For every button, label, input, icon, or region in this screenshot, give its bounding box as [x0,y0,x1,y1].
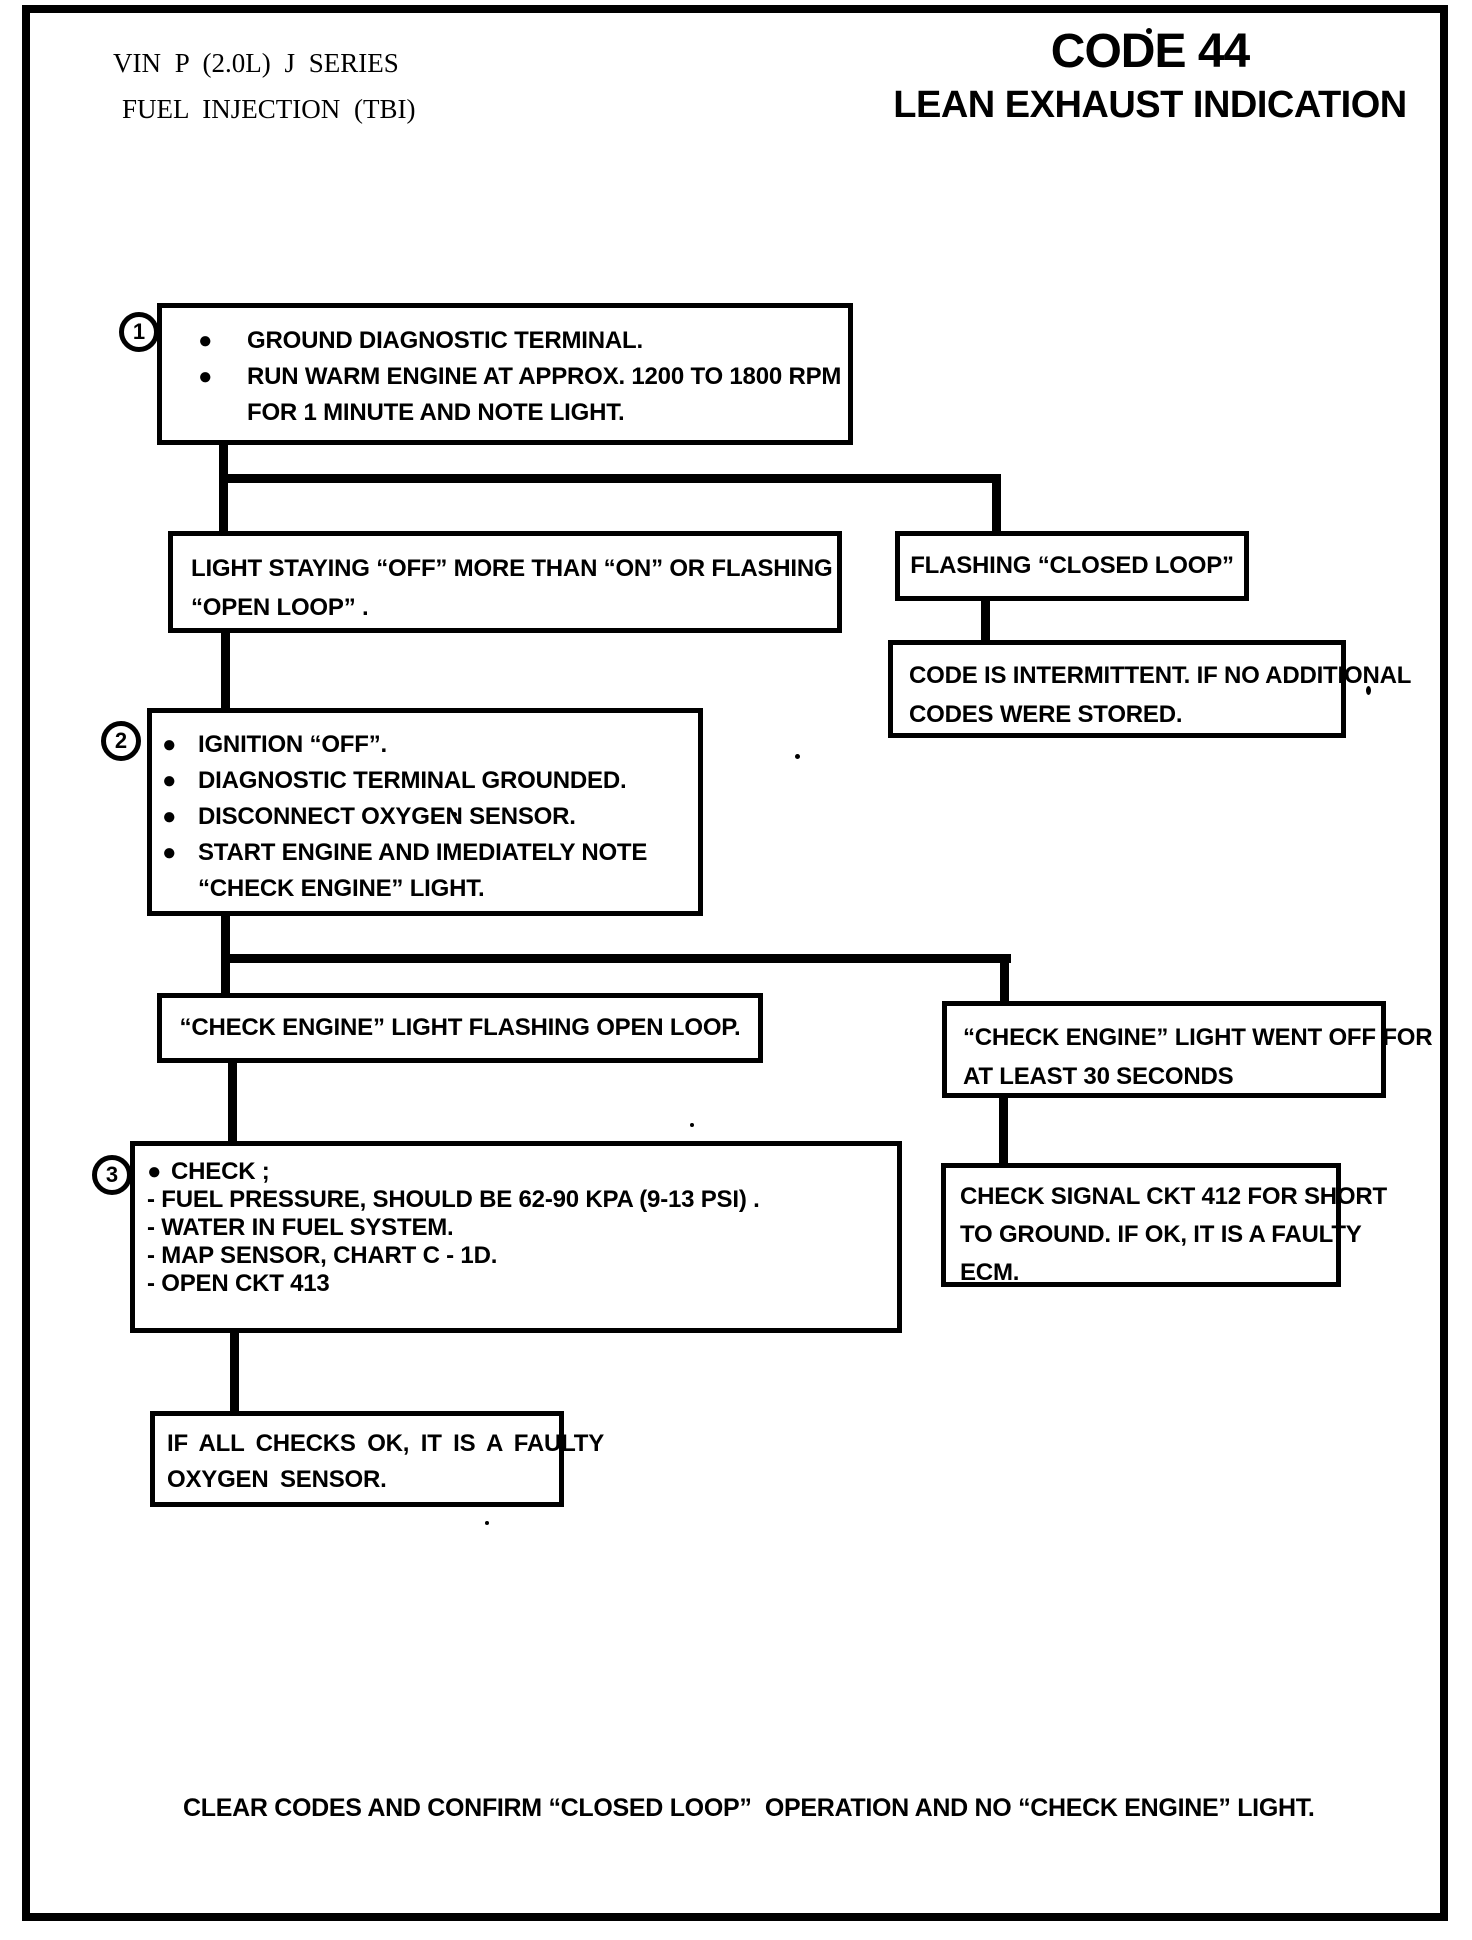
bullet-icon: ● [198,327,213,354]
light-went-off-box: “CHECK ENGINE” LIGHT WENT OFF FOR AT LEA… [942,1001,1433,1098]
instruction-text: GROUND DIAGNOSTIC TERMINAL. [247,327,643,354]
step2-instructions-box: ● IGNITION “OFF”. ● DIAGNOSTIC TERMINAL GR… [147,708,703,916]
scan-speck [1366,686,1371,695]
connector-lightoff-to-box2 [221,630,230,710]
condition-text: LIGHT STAYING “OFF” MORE THAN “ON” OR FL… [191,555,833,582]
page-border [22,5,1448,1921]
condition-text: FLASHING “CLOSED LOOP” [910,552,1234,579]
instruction-text: DIAGNOSTIC TERMINAL GROUNDED. [198,767,627,794]
instruction-text: START ENGINE AND IMEDIATELY NOTE [198,839,648,866]
condition-text: “CHECK ENGINE” LIGHT WENT OFF FOR [963,1024,1433,1051]
check-text: CHECK ; [171,1158,270,1185]
instruction-text: “CHECK ENGINE” LIGHT. [198,875,485,902]
scan-speck [1146,28,1152,34]
scan-speck [485,1521,489,1525]
result-text: IF ALL CHECKS OK, IT IS A FAULTY [167,1430,605,1457]
check-text: - FUEL PRESSURE, SHOULD BE 62-90 KPA (9-… [147,1186,760,1213]
step1-instructions-box: ● GROUND DIAGNOSTIC TERMINAL. ● RUN WARM E… [157,303,853,445]
check-signal-ckt-box: CHECK SIGNAL CKT 412 FOR SHORT TO GROUND… [941,1163,1387,1287]
scan-speck [795,754,800,759]
connector-wentoff-to-checksignal [999,1096,1008,1165]
vehicle-info-line2: FUEL INJECTION (TBI) [122,94,416,124]
chart-title-block: CODE 44 LEAN EXHAUST INDICATION [860,24,1440,126]
code-number-title: CODE 44 [1050,25,1250,78]
connector-split2-horizontal [221,954,1011,963]
connector-openloop-to-box3 [228,1060,237,1143]
code-intermittent-box: CODE IS INTERMITTENT. IF NO ADDITIONAL C… [888,640,1411,738]
connector-box1-split [219,441,228,533]
result-text: CODES WERE STORED. [909,701,1183,728]
instruction-text: FOR 1 MINUTE AND NOTE LIGHT. [247,399,625,426]
condition-text: AT LEAST 30 SECONDS [963,1063,1234,1090]
step-3-badge: 3 [92,1155,132,1195]
condition-text: “CHECK ENGINE” LIGHT FLASHING OPEN LOOP. [179,1014,741,1041]
check-text: - MAP SENSOR, CHART C - 1D. [147,1242,498,1269]
result-text: CODE IS INTERMITTENT. IF NO ADDITIONAL [909,662,1412,689]
bullet-icon: ● [162,767,177,794]
connector-closedloop-to-intermittent [981,598,990,642]
connector-split2-right-drop [1000,954,1009,1003]
bullet-icon: ● [162,731,177,758]
bullet-icon [198,395,247,431]
instruction-text: DISCONNECT OXYGEN SENSOR. [198,803,576,830]
check-text: - OPEN CKT 413 [147,1270,330,1297]
bullet-icon: ● [147,1158,162,1185]
step-1-badge: 1 [119,312,159,352]
vehicle-info-line1: VIN P (2.0L) J SERIES [113,48,399,78]
connector-split1-horizontal [219,474,1001,483]
bullet-icon: ● [162,839,177,866]
flashing-closed-loop-box: FLASHING “CLOSED LOOP” [895,531,1249,601]
condition-text: “OPEN LOOP” . [191,594,369,621]
instruction-text: RUN WARM ENGINE AT APPROX. 1200 TO 1800 … [247,363,842,390]
light-flashing-open-loop-box: “CHECK ENGINE” LIGHT FLASHING OPEN LOOP. [157,993,763,1063]
bullet-icon: ● [162,803,177,830]
scan-speck [452,812,457,817]
connector-split1-right-drop [992,474,1001,533]
faulty-oxygen-sensor-box: IF ALL CHECKS OK, IT IS A FAULTY OXYGEN … [150,1411,604,1507]
bullet-icon [162,871,198,907]
result-text: ECM. [960,1259,1020,1286]
connector-box3-to-oxygensensor [230,1330,239,1413]
footer-instruction: CLEAR CODES AND CONFIRM “CLOSED LOOP” OP… [183,1794,1315,1822]
scan-speck [690,1123,694,1127]
step3-checks-box: ● CHECK ; - FUEL PRESSURE, SHOULD BE 62-9… [130,1141,902,1333]
result-text: CHECK SIGNAL CKT 412 FOR SHORT [960,1183,1387,1210]
light-off-open-loop-box: LIGHT STAYING “OFF” MORE THAN “ON” OR FL… [168,531,842,633]
instruction-text: IGNITION “OFF”. [198,731,387,758]
step-2-badge: 2 [101,721,141,761]
bullet-icon: ● [198,363,213,390]
result-text: TO GROUND. IF OK, IT IS A FAULTY [960,1221,1362,1248]
check-text: - WATER IN FUEL SYSTEM. [147,1214,454,1241]
result-text: OXYGEN SENSOR. [167,1466,387,1493]
chart-subtitle: LEAN EXHAUST INDICATION [893,84,1407,126]
